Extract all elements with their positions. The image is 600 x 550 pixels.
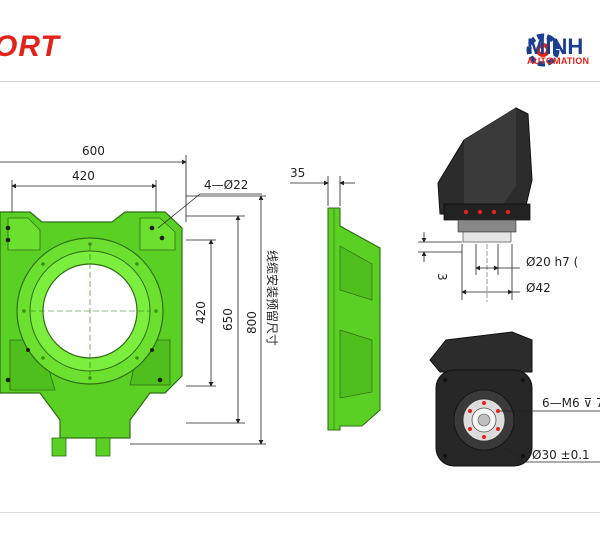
dim-thickness: 35	[290, 166, 305, 180]
logo-main-text: MINH	[527, 34, 584, 59]
minh-automation-logo	[526, 33, 560, 67]
footer-divider	[0, 512, 600, 513]
dim-bore: Ø30 ±0.1	[532, 448, 590, 462]
side-view-plate	[327, 207, 381, 431]
dim-shaft: Ø20 h7 (	[526, 255, 578, 269]
reducer-front-view	[429, 331, 533, 467]
reducer-side-view	[437, 107, 533, 302]
front-dimensions	[0, 155, 266, 445]
dim-width-outer: 600	[82, 144, 105, 158]
front-view-plate	[0, 211, 183, 457]
page-title: ORT	[0, 30, 60, 63]
dim-flange: Ø42	[526, 281, 551, 295]
header-divider	[0, 81, 600, 82]
side-dimensions	[290, 176, 355, 206]
dim-height-650: 650	[221, 308, 235, 331]
dim-step: 3	[435, 273, 449, 281]
logo-sub-text: AUTOMATION	[527, 56, 590, 66]
cable-note: 线缆安装预留尺寸	[265, 250, 280, 346]
dim-width-inner: 420	[72, 169, 95, 183]
dim-height-800: 800	[245, 311, 259, 334]
reducer-front-dimensions	[500, 410, 600, 463]
reducer-dimensions	[418, 232, 520, 300]
dim-bolts: 6—M6 ⊽ 7	[542, 396, 600, 410]
dim-height-420: 420	[194, 301, 208, 324]
dim-holes: 4—Ø22	[204, 178, 248, 192]
